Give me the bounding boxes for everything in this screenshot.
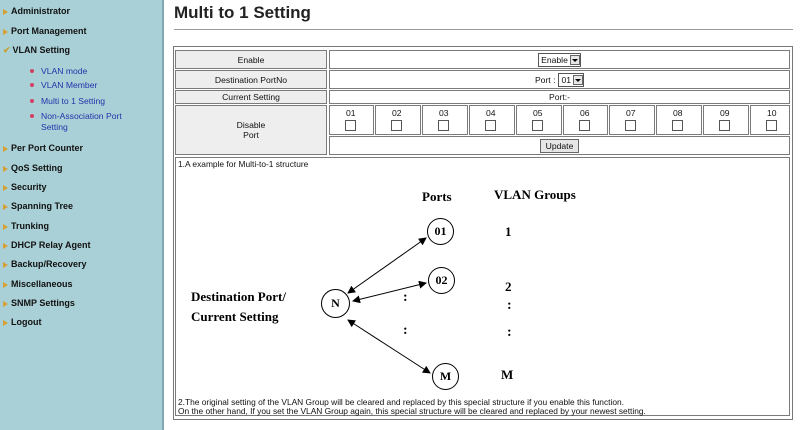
arrow-icon <box>3 281 8 288</box>
port-06-checkbox[interactable] <box>579 120 590 131</box>
sidebar-item-qos-setting[interactable]: QoS Setting <box>3 163 63 173</box>
update-button[interactable]: Update <box>539 138 580 153</box>
group-1: 1 <box>505 224 512 239</box>
port-cell-05: 05 <box>516 105 562 135</box>
sidebar-item-backup-recovery[interactable]: Backup/Recovery <box>3 259 87 269</box>
destination-text-1: Destination Port/ <box>191 289 286 304</box>
port-03-checkbox[interactable] <box>438 120 449 131</box>
destination-port-cell: Port : 01 <box>329 70 790 89</box>
arrow-n-to-01 <box>347 237 427 294</box>
destination-port-label: Destination PortNo <box>175 70 327 89</box>
chevron-down-icon <box>573 74 584 85</box>
disable-port-label: Disable Port <box>175 105 327 155</box>
port-cell-09: 09 <box>703 105 749 135</box>
vlan-groups-heading: VLAN Groups <box>494 187 576 202</box>
arrow-n-to-02 <box>352 280 427 304</box>
sidebar-item-trunking[interactable]: Trunking <box>3 221 49 231</box>
sidebar-nav: Administrator Port Management ✔VLAN Sett… <box>0 0 164 430</box>
arrow-n-to-m <box>347 319 431 374</box>
arrow-icon <box>3 8 8 15</box>
main-content: Multi to 1 Setting Enable Enable Destina… <box>165 0 800 430</box>
sidebar-item-security[interactable]: Security <box>3 182 47 192</box>
port-cell-01: 01 <box>329 105 374 135</box>
port-cell-04: 04 <box>469 105 515 135</box>
dots-ports-2: : <box>403 323 408 338</box>
example-note-2-line1: 2.The original setting of the VLAN Group… <box>178 397 624 407</box>
arrow-icon <box>3 165 8 172</box>
arrow-icon <box>3 242 8 249</box>
port-07-checkbox[interactable] <box>625 120 636 131</box>
port-cell-07: 07 <box>609 105 655 135</box>
current-setting-value: Port:- <box>329 90 790 104</box>
port-09-checkbox[interactable] <box>719 120 730 131</box>
page-title: Multi to 1 Setting <box>174 3 311 22</box>
port-05-checkbox[interactable] <box>532 120 543 131</box>
arrow-icon <box>3 184 8 191</box>
example-note-1: 1.A example for Multi-to-1 structure <box>178 159 309 169</box>
sidebar-item-administrator[interactable]: Administrator <box>3 6 70 16</box>
sidebar-item-vlan-setting[interactable]: ✔VLAN Setting <box>3 45 71 55</box>
port-cell-03: 03 <box>422 105 468 135</box>
port-01-checkbox[interactable] <box>345 120 356 131</box>
group-m: M <box>501 367 514 382</box>
sidebar-item-per-port-counter[interactable]: Per Port Counter <box>3 143 83 153</box>
arrow-icon <box>3 261 8 268</box>
destination-text-2: Current Setting <box>191 309 279 324</box>
current-setting-label: Current Setting <box>175 90 327 104</box>
ports-heading: Ports <box>422 189 452 204</box>
settings-frame <box>173 46 793 420</box>
bullet-icon <box>30 83 34 87</box>
port-cell-08: 08 <box>656 105 702 135</box>
arrow-icon <box>3 319 8 326</box>
port-cell-06: 06 <box>563 105 608 135</box>
arrow-icon <box>3 28 8 35</box>
sidebar-item-spanning-tree[interactable]: Spanning Tree <box>3 201 73 211</box>
title-divider <box>174 29 793 30</box>
destination-node: N <box>321 289 350 318</box>
sidebar-item-dhcp-relay[interactable]: DHCP Relay Agent <box>3 240 91 250</box>
enable-select[interactable]: Enable <box>538 52 581 67</box>
bullet-icon <box>30 114 34 118</box>
arrow-icon <box>3 223 8 230</box>
bullet-icon <box>30 69 34 73</box>
bullet-icon <box>30 99 34 103</box>
sidebar-item-miscellaneous[interactable]: Miscellaneous <box>3 279 73 289</box>
dots-ports-1: : <box>403 290 408 305</box>
arrow-icon <box>3 203 8 210</box>
port-02-checkbox[interactable] <box>391 120 402 131</box>
enable-cell: Enable <box>329 50 790 69</box>
dots-groups-1: : <box>507 298 512 313</box>
example-note-2-line2: On the other hand, If you set the VLAN G… <box>178 406 646 416</box>
sidebar-item-port-management[interactable]: Port Management <box>3 26 87 36</box>
diagram-arrows <box>347 237 431 374</box>
arrow-icon <box>3 145 8 152</box>
dots-groups-2: : <box>507 325 512 340</box>
port-08-checkbox[interactable] <box>672 120 683 131</box>
port-04-checkbox[interactable] <box>485 120 496 131</box>
enable-label: Enable <box>175 50 327 69</box>
check-icon: ✔ <box>3 45 11 55</box>
port-10-checkbox[interactable] <box>766 120 777 131</box>
port-cell-10: 10 <box>750 105 790 135</box>
chevron-down-icon <box>569 54 580 65</box>
arrow-icon <box>3 300 8 307</box>
port-cell-02: 02 <box>375 105 421 135</box>
port-node-01: 01 <box>427 218 454 245</box>
sidebar-item-snmp-settings[interactable]: SNMP Settings <box>3 298 75 308</box>
group-2: 2 <box>505 279 512 294</box>
update-cell: Update <box>329 136 790 155</box>
port-node-m: M <box>432 363 459 390</box>
sidebar-item-logout[interactable]: Logout <box>3 317 42 327</box>
destination-port-select[interactable]: 01 <box>558 72 585 87</box>
port-node-02: 02 <box>428 267 455 294</box>
example-panel: 1.A example for Multi-to-1 structure Por… <box>175 157 790 416</box>
